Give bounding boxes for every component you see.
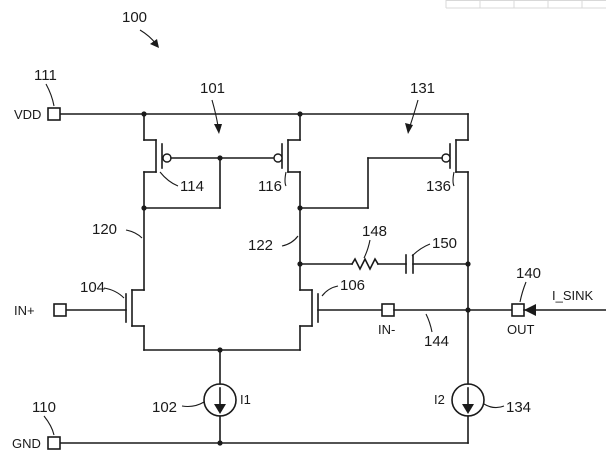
input-pos-ref: 104 <box>80 279 105 296</box>
out-label: OUT <box>507 322 535 337</box>
input-transistor-pos <box>65 289 145 351</box>
pmos-load-left <box>143 113 275 209</box>
feedback-leader <box>425 313 433 333</box>
i-sink-arrow <box>524 304 606 316</box>
output-stage-arrow <box>405 99 419 134</box>
current-source-1-leader <box>181 401 205 408</box>
junction-vdd-right <box>297 111 303 117</box>
current-source-1-ref: 102 <box>152 399 177 416</box>
vdd-label: VDD <box>14 107 41 122</box>
in-minus-pin: IN- <box>378 303 395 337</box>
input-neg-leader <box>321 285 339 297</box>
junction-vdd-left <box>141 111 147 117</box>
in-minus-label: IN- <box>378 322 395 337</box>
pmos-output-leader <box>452 171 455 187</box>
first-stage-arrow <box>211 99 222 134</box>
pmos-right-leader <box>284 171 287 187</box>
node-right-wire <box>297 205 303 291</box>
output-pin-ref: 140 <box>516 265 541 282</box>
tail-node <box>143 347 301 446</box>
pmos-load-right <box>273 113 301 209</box>
compensation-network <box>299 254 471 274</box>
input-neg-ref: 106 <box>340 277 365 294</box>
pmos-output-ref: 136 <box>426 178 451 195</box>
output-pin-leader <box>519 281 527 303</box>
node-right-leader <box>281 235 299 247</box>
vdd-pin-ref: 111 <box>34 67 57 84</box>
pmos-right-ref: 116 <box>258 178 282 195</box>
gnd-pin: GND 110 <box>12 399 61 451</box>
output-stage-ref: 131 <box>410 80 435 97</box>
capacitor-leader <box>411 243 431 257</box>
input-pos-leader <box>103 287 125 299</box>
current-source-2 <box>451 383 485 444</box>
current-source-1 <box>203 383 237 417</box>
input-transistor-neg <box>299 289 383 351</box>
node-right-ref: 122 <box>248 237 273 254</box>
resistor-leader <box>363 239 371 259</box>
node-left-ref: 120 <box>92 221 117 238</box>
in-plus-label: IN+ <box>14 303 35 318</box>
capacitor-ref: 150 <box>432 235 457 252</box>
figure-arrow <box>139 29 159 48</box>
corner-frame <box>445 0 606 9</box>
i2-label: I2 <box>434 392 445 407</box>
i-sink-label: I_SINK <box>552 288 594 303</box>
resistor-ref: 148 <box>362 223 387 240</box>
feedback-ref: 144 <box>424 333 449 350</box>
current-source-2-ref: 134 <box>506 399 531 416</box>
current-source-2-leader <box>483 403 505 409</box>
pmos-output <box>299 113 469 385</box>
gnd-label: GND <box>12 436 41 451</box>
i1-label: I1 <box>240 392 251 407</box>
figure-number: 100 <box>122 9 147 26</box>
out-pin: OUT <box>507 303 535 337</box>
pmos-left-leader <box>159 171 179 187</box>
gnd-pin-ref: 110 <box>32 399 56 416</box>
in-plus-pin: IN+ <box>14 303 67 318</box>
pmos-left-ref: 114 <box>180 178 204 195</box>
node-left-leader <box>125 229 143 239</box>
vdd-pin: VDD 111 <box>14 67 61 122</box>
first-stage-ref: 101 <box>200 80 225 97</box>
